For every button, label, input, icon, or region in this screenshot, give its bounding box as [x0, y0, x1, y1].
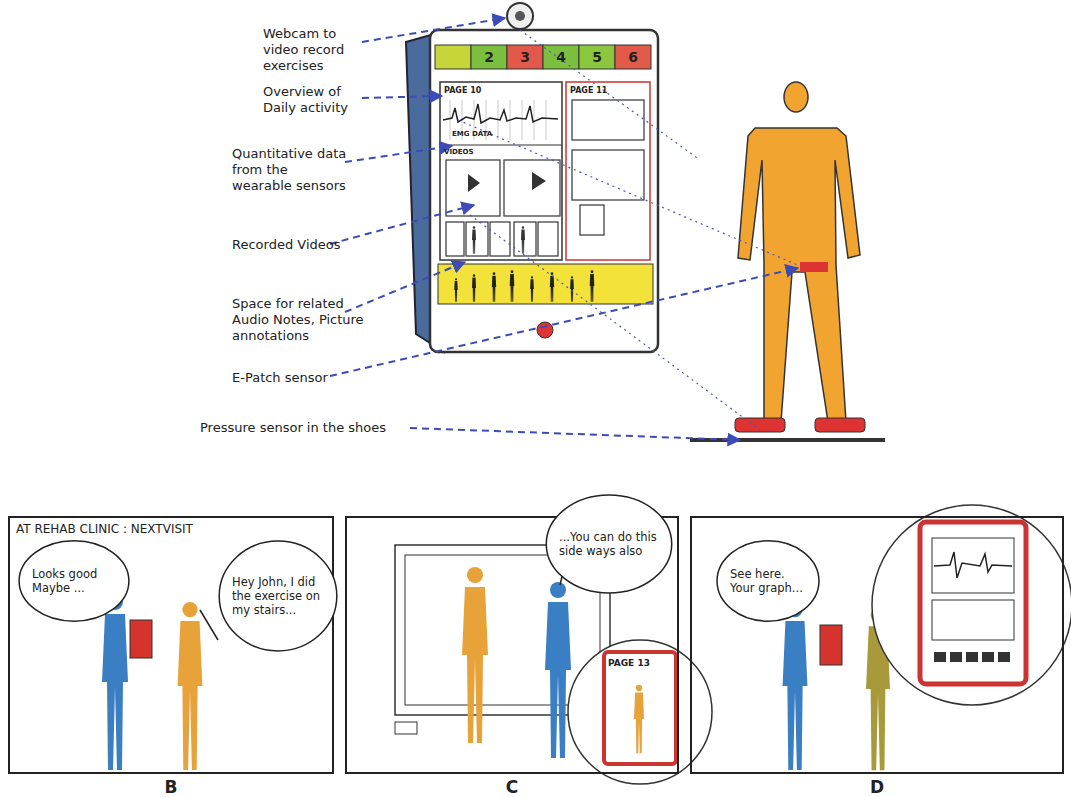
callout-text: Overview of Daily activity: [263, 84, 368, 116]
storyboard-panel: C...You can do this side ways also: [345, 516, 679, 774]
storyboard-panel: DSee here. Your graph...: [690, 516, 1064, 774]
screen-label: 3: [507, 48, 543, 66]
panel-letter: D: [692, 777, 1062, 797]
panel-letter: C: [347, 777, 677, 797]
screen-label: PAGE 10: [444, 86, 504, 96]
scene-c: [395, 545, 712, 784]
page-frame: [440, 82, 562, 260]
speech-bubble: Looks good Maybe ...: [18, 540, 130, 622]
silhouettes: [454, 270, 594, 301]
callout-text: Quantitative data from the wearable sens…: [232, 146, 347, 194]
sensor-graph: [443, 104, 558, 123]
screen-label: 5: [579, 48, 615, 66]
video-thumbs: [446, 100, 644, 235]
e-patch: [800, 262, 828, 272]
speech-text: Looks good Maybe ...: [18, 567, 130, 595]
thumb-figure: [472, 226, 476, 253]
dotted-links: [458, 30, 800, 430]
person-figure: [690, 82, 885, 440]
callout-arrows: [330, 18, 798, 440]
yellow-strip: [438, 264, 653, 304]
panel-heading: AT REHAB CLINIC : NEXTVISIT: [16, 522, 193, 536]
screen-label: 6: [615, 48, 651, 66]
callout-text: Pressure sensor in the shoes: [200, 420, 420, 436]
note-thumbs: [446, 222, 558, 256]
panel-letter: B: [10, 777, 332, 797]
callout-text: Webcam to video record exercises: [263, 26, 368, 74]
speech-text: ...You can do this side ways also: [545, 530, 673, 558]
webcam-lens: [515, 11, 525, 21]
screen-label: 4: [543, 48, 579, 66]
divider: [440, 145, 562, 146]
page-frame: [566, 82, 650, 260]
scene-d: [783, 505, 1071, 770]
thumb-figure: [521, 226, 525, 253]
speech-bubble: See here. Your graph...: [716, 540, 820, 622]
speech-text: See here. Your graph...: [716, 567, 820, 595]
shoe: [815, 418, 865, 432]
tablet-sketch: [406, 3, 658, 352]
speech-text: Hey John, I did the exercise on my stair…: [218, 575, 338, 617]
activity-cells: [435, 45, 651, 69]
screen-label: VIDEOS: [444, 148, 494, 157]
screen-label: 2: [471, 48, 507, 66]
callout-text: Space for related Audio Notes, Picture a…: [232, 296, 372, 344]
screen-label: EMG DATA: [452, 130, 512, 139]
red-button: [537, 322, 553, 338]
webcam: [507, 3, 533, 29]
screen-label: PAGE 13: [608, 658, 668, 669]
storyboard-panel: AT REHAB CLINIC : NEXTVISITBLooks good M…: [8, 516, 334, 774]
speech-bubble: ...You can do this side ways also: [545, 494, 673, 594]
callout-text: E-Patch sensor: [232, 370, 352, 386]
scene-b: [100, 594, 218, 770]
screen-label: PAGE 11: [570, 86, 620, 96]
ground: [690, 438, 885, 442]
speech-bubble: Hey John, I did the exercise on my stair…: [218, 540, 338, 652]
play-icon: [468, 172, 546, 192]
callout-text: Recorded Videos: [232, 237, 352, 253]
